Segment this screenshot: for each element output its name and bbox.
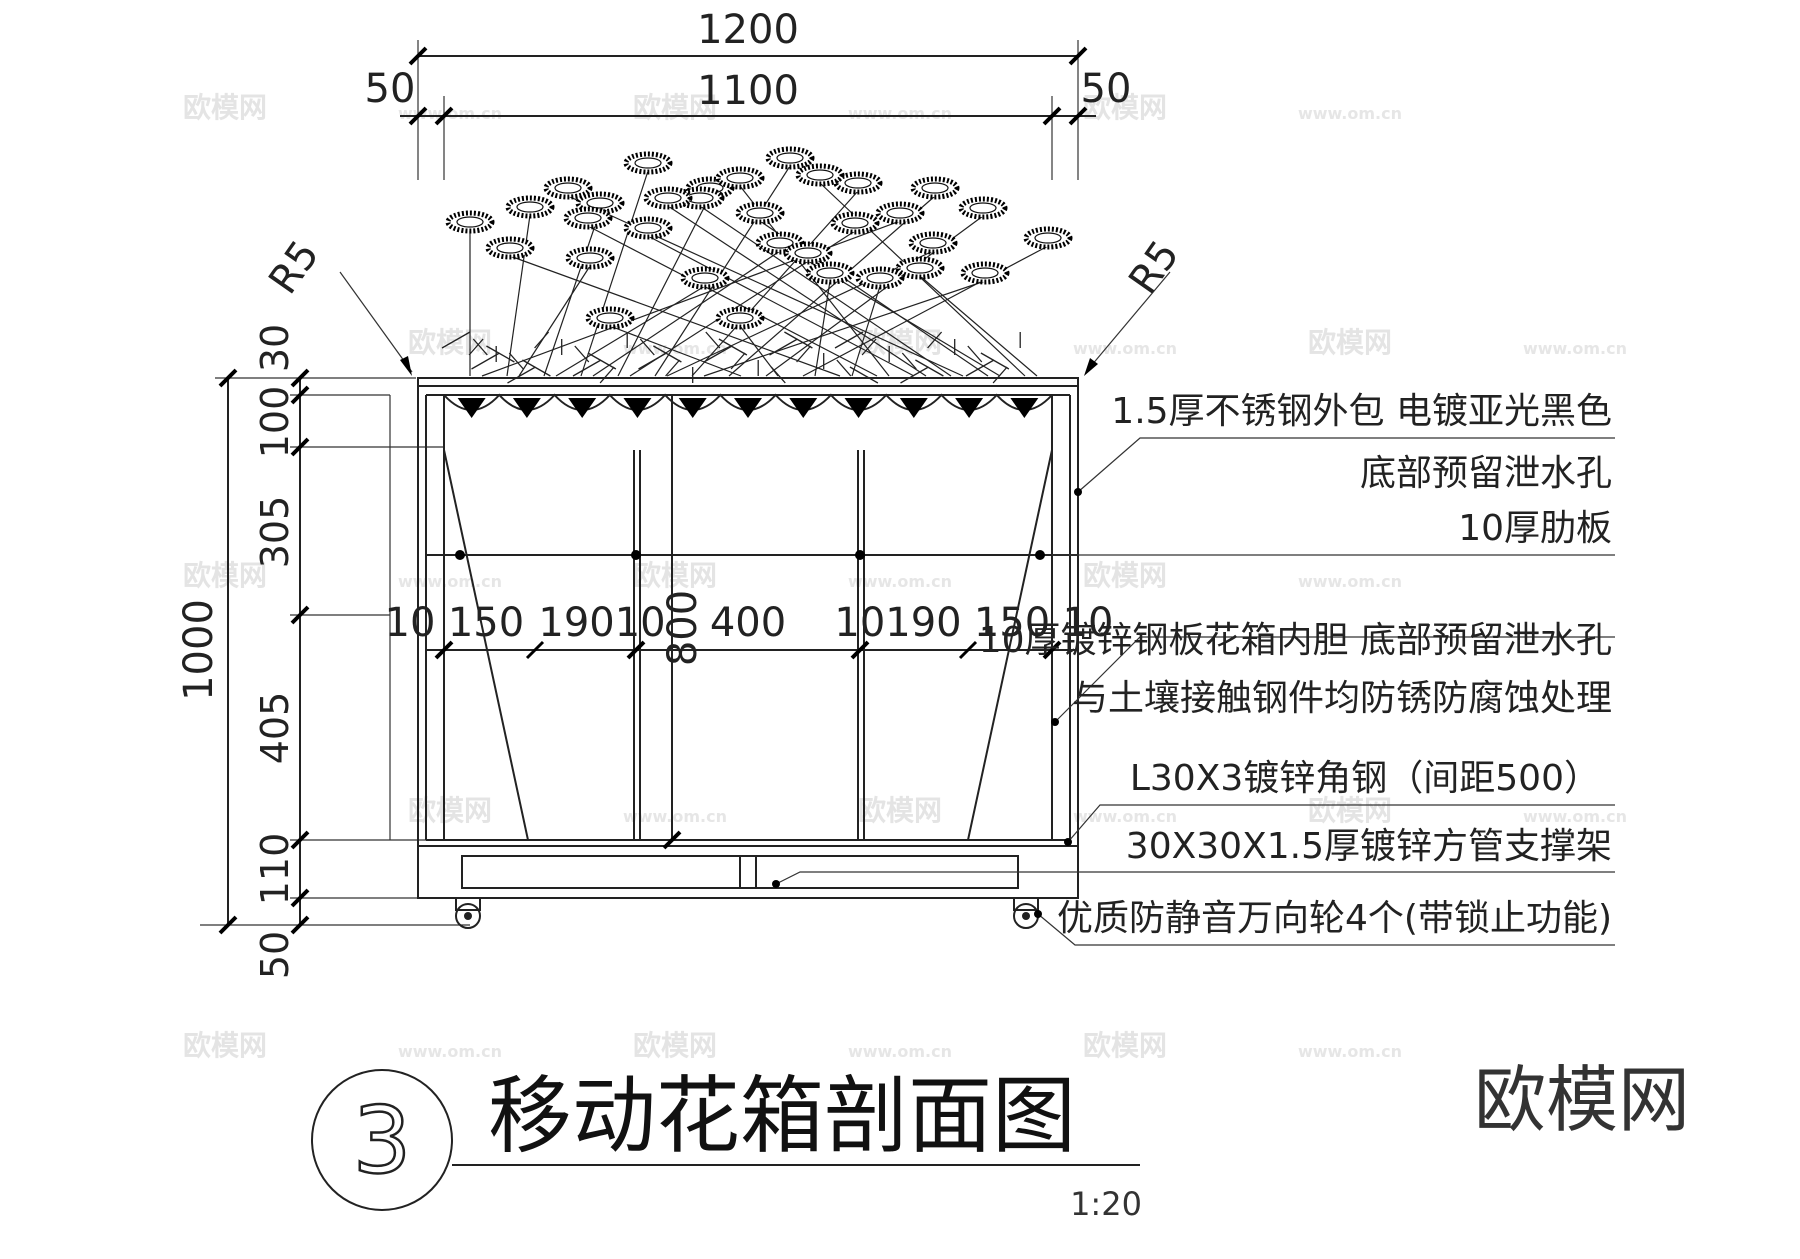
svg-text:欧模网: 欧模网 — [408, 326, 492, 359]
dim-left-seg-2: 100 — [253, 386, 297, 459]
svg-text:欧模网: 欧模网 — [183, 91, 267, 124]
note-anticorrosion: 与土壤接触钢件均防锈防腐蚀处理 — [1072, 678, 1612, 719]
dim-inner-2: 150 — [448, 600, 524, 646]
svg-text:www.om.cn: www.om.cn — [848, 1042, 952, 1061]
dim-inner-1: 10 — [385, 600, 436, 646]
note-stainless-cladding: 1.5厚不锈钢外包 电镀亚光黑色 — [1111, 391, 1612, 432]
dim-left-seg-4: 405 — [253, 692, 297, 765]
title-block: 3 移动花箱剖面图 1:20 — [311, 1067, 1142, 1223]
svg-text:www.om.cn: www.om.cn — [398, 1042, 502, 1061]
svg-text:欧模网: 欧模网 — [1083, 1029, 1167, 1062]
annotation-leaders — [772, 437, 1615, 946]
svg-text:www.om.cn: www.om.cn — [848, 104, 952, 123]
svg-text:www.om.cn: www.om.cn — [1298, 1042, 1402, 1061]
dim-left-seg-6: 50 — [253, 931, 297, 979]
flower-plants — [441, 146, 1073, 384]
flower-heads — [445, 146, 1073, 330]
dim-left-seg-1: 30 — [253, 324, 297, 372]
dim-top-right-offset: 50 — [1081, 66, 1132, 112]
brand-logo-text: 欧模网 — [1474, 1058, 1690, 1142]
note-rib-plate: 10厚肋板 — [1458, 508, 1612, 549]
svg-text:www.om.cn: www.om.cn — [1523, 339, 1627, 358]
drawing-title: 移动花箱剖面图 — [488, 1067, 1076, 1165]
svg-text:www.om.cn: www.om.cn — [848, 572, 952, 591]
dim-inner-6: 150 — [974, 600, 1050, 646]
note-square-tube: 30X30X1.5厚镀锌方管支撑架 — [1126, 826, 1612, 867]
section-number: 3 — [353, 1087, 412, 1194]
svg-text:欧模网: 欧模网 — [858, 794, 942, 827]
dim-top-left-offset: 50 — [365, 66, 416, 112]
svg-text:欧模网: 欧模网 — [1083, 559, 1167, 592]
svg-text:www.om.cn: www.om.cn — [1298, 104, 1402, 123]
svg-text:欧模网: 欧模网 — [858, 326, 942, 359]
top-dimensions: 1200 1100 50 50 — [365, 7, 1132, 180]
dim-top-inner: 1100 — [697, 68, 799, 114]
dim-left-seg-3: 305 — [253, 496, 297, 569]
svg-text:www.om.cn: www.om.cn — [1523, 807, 1627, 826]
svg-text:欧模网: 欧模网 — [1308, 794, 1392, 827]
section-number-circle — [311, 1069, 453, 1211]
svg-text:www.om.cn: www.om.cn — [1073, 339, 1177, 358]
svg-text:欧模网: 欧模网 — [1083, 91, 1167, 124]
dim-inner-5: 10190 — [834, 600, 961, 646]
svg-text:欧模网: 欧模网 — [1308, 326, 1392, 359]
svg-text:www.om.cn: www.om.cn — [1298, 572, 1402, 591]
dim-inner-4: 400 — [710, 600, 786, 646]
svg-text:欧模网: 欧模网 — [633, 1029, 717, 1062]
note-caster-wheels: 优质防静音万向轮4个(带锁止功能) — [1057, 898, 1612, 939]
dim-inner-3: 19010 — [538, 600, 665, 646]
svg-text:www.om.cn: www.om.cn — [1073, 807, 1177, 826]
dim-top-overall: 1200 — [697, 7, 799, 53]
radius-left-label: R5 — [260, 233, 328, 303]
svg-text:www.om.cn: www.om.cn — [623, 807, 727, 826]
note-drain-hole: 底部预留泄水孔 — [1360, 453, 1612, 494]
svg-text:欧模网: 欧模网 — [633, 559, 717, 592]
drawing-scale: 1:20 — [1070, 1185, 1142, 1223]
dim-left-overall: 1000 — [176, 599, 222, 701]
inner-dimensions: 10 150 19010 800 400 10190 150 10 — [385, 590, 1114, 666]
svg-text:欧模网: 欧模网 — [183, 559, 267, 592]
left-dimensions: 1000 30 100 305 405 110 50 — [176, 324, 1078, 979]
dim-left-seg-5: 110 — [253, 833, 297, 906]
dim-inner-7: 10 — [1063, 600, 1114, 646]
svg-text:欧模网: 欧模网 — [183, 1029, 267, 1062]
note-inner-liner: 10厚镀锌钢板花箱内胆 底部预留泄水孔 — [979, 620, 1612, 661]
watermark-layer: 欧模网 www.om.cn 欧模网 www.om.cn 欧模网 www.om.cn 欧模网 w… — [183, 91, 1627, 1062]
svg-text:www.om.cn: www.om.cn — [398, 572, 502, 591]
note-angle-steel: L30X3镀锌角钢（间距500） — [1130, 758, 1600, 799]
svg-text:欧模网: 欧模网 — [633, 91, 717, 124]
annotations: 1.5厚不锈钢外包 电镀亚光黑色 底部预留泄水孔 10厚肋板 10厚镀锌钢板花箱… — [979, 391, 1612, 939]
grass-blades — [441, 331, 1021, 384]
planter-box — [417, 377, 1079, 929]
caster-wheel-left — [455, 897, 481, 929]
svg-text:欧模网: 欧模网 — [408, 794, 492, 827]
radius-right-label: R5 — [1120, 233, 1188, 303]
svg-text:www.om.cn: www.om.cn — [623, 339, 727, 358]
dim-inner-height: 800 — [660, 590, 706, 666]
